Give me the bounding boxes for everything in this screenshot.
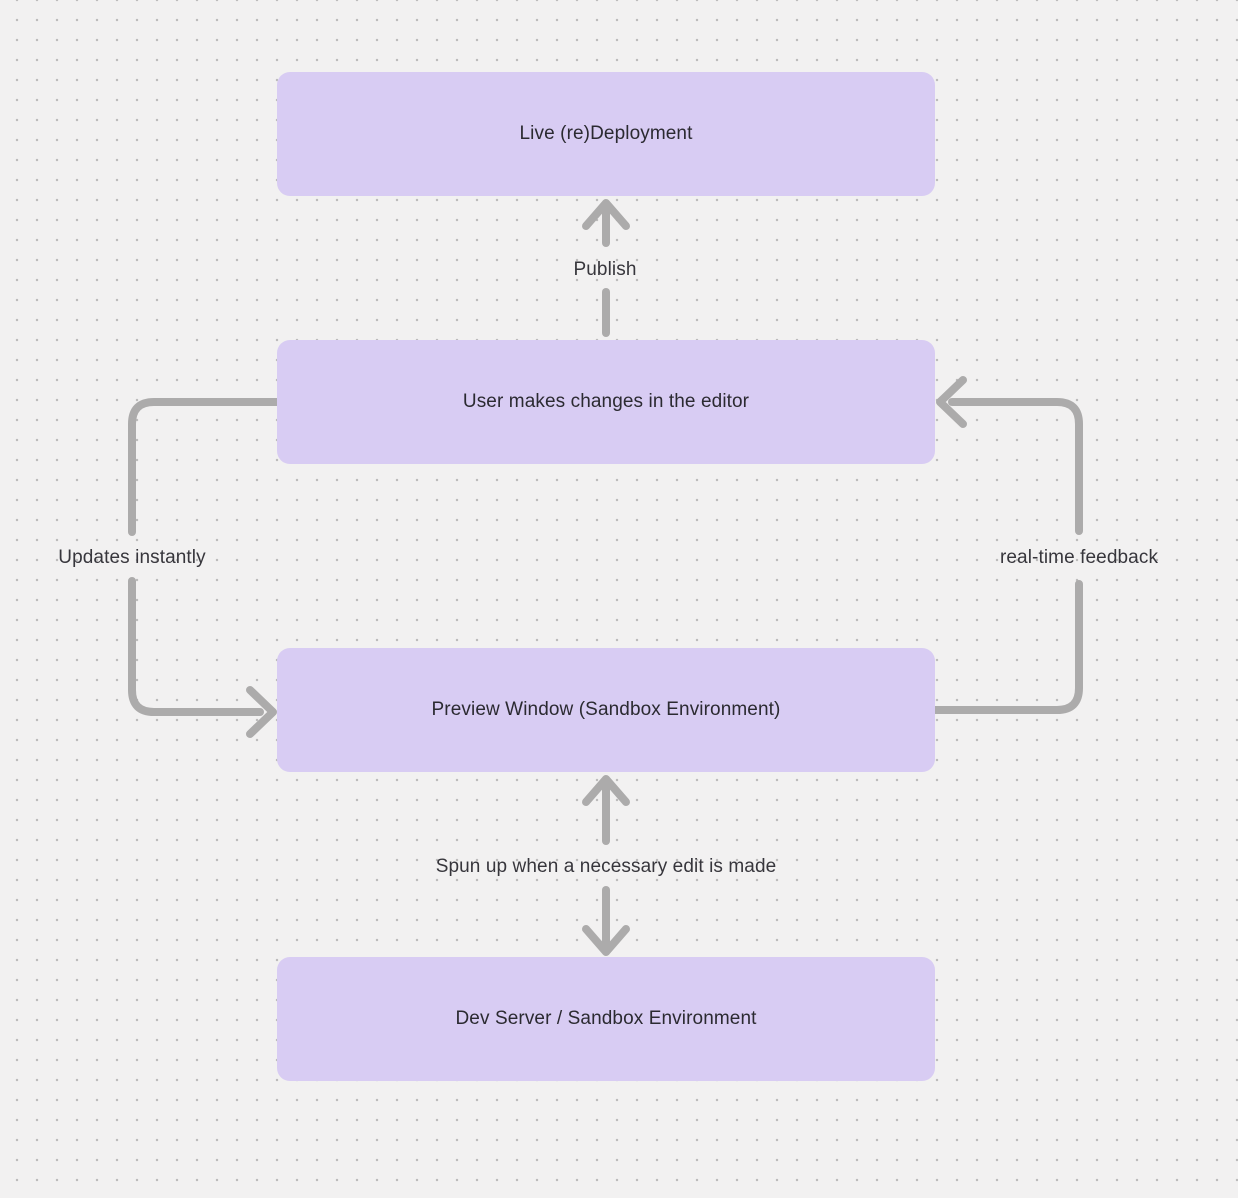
edge-label-spun-up: Spun up when a necessary edit is made	[435, 856, 777, 877]
arrow-realtime-feedback[interactable]	[931, 376, 1083, 714]
node-preview-window[interactable]: Preview Window (Sandbox Environment)	[277, 648, 935, 772]
arrow-spun-up[interactable]	[582, 775, 630, 956]
arrowhead-down-icon	[582, 925, 630, 956]
arrow-publish[interactable]	[582, 199, 630, 337]
arrowhead-right-icon	[246, 686, 277, 738]
arrow-updates-instantly[interactable]	[128, 398, 281, 738]
node-label: User makes changes in the editor	[462, 391, 750, 412]
edge-label-updates-instantly: Updates instantly	[58, 547, 206, 568]
node-user-editor[interactable]: User makes changes in the editor	[277, 340, 935, 464]
node-dev-server[interactable]: Dev Server / Sandbox Environment	[277, 957, 935, 1081]
edge-label-publish: Publish	[573, 259, 637, 280]
node-label: Live (re)Deployment	[519, 123, 693, 144]
edge-label-realtime-feedback: real-time feedback	[999, 547, 1159, 568]
node-live-redeployment[interactable]: Live (re)Deployment	[277, 72, 935, 196]
arrowhead-left-icon	[936, 376, 967, 428]
node-label: Dev Server / Sandbox Environment	[455, 1008, 757, 1029]
node-label: Preview Window (Sandbox Environment)	[431, 699, 781, 720]
